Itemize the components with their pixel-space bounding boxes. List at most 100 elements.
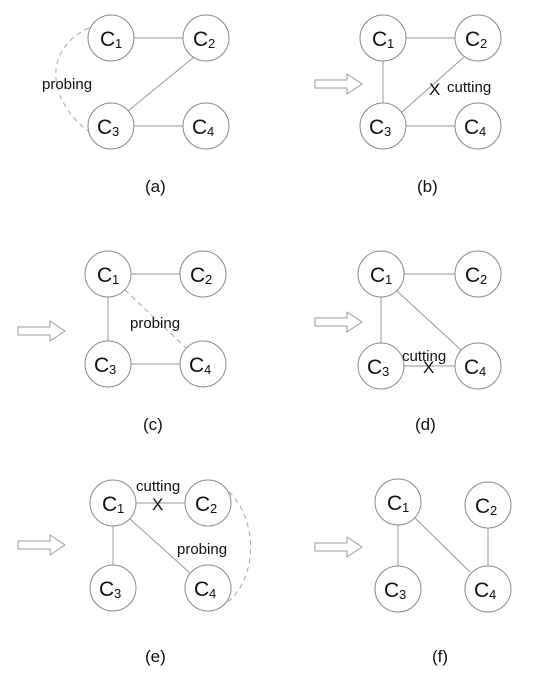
- arrow-icon: [314, 536, 363, 558]
- svg-text:C: C: [190, 264, 205, 287]
- svg-text:C: C: [370, 264, 385, 287]
- probing-label: probing: [177, 541, 227, 558]
- cut-mark: X: [423, 358, 434, 377]
- cutting-label: cutting: [402, 348, 446, 365]
- svg-text:C: C: [369, 116, 384, 139]
- svg-text:C: C: [195, 493, 210, 516]
- probing-label: probing: [42, 76, 92, 93]
- svg-text:C: C: [102, 493, 117, 516]
- cut-mark: X: [152, 495, 163, 514]
- svg-text:C: C: [189, 354, 204, 377]
- caption-f: (f): [432, 647, 448, 666]
- svg-text:4: 4: [204, 362, 211, 377]
- svg-text:2: 2: [208, 36, 215, 51]
- svg-text:C: C: [367, 356, 382, 379]
- svg-text:1: 1: [117, 501, 124, 516]
- edge-c2-c3-cut: [401, 56, 465, 113]
- svg-text:C: C: [99, 578, 114, 601]
- svg-text:2: 2: [480, 272, 487, 287]
- edge-c2-c3: [127, 56, 195, 112]
- svg-text:C: C: [192, 116, 207, 139]
- svg-text:2: 2: [210, 501, 217, 516]
- svg-text:C: C: [387, 492, 402, 515]
- caption-d: (d): [415, 415, 436, 434]
- svg-text:4: 4: [207, 124, 214, 139]
- cutting-label: cutting: [447, 79, 491, 96]
- svg-text:1: 1: [115, 36, 122, 51]
- arrow-icon: [314, 73, 363, 95]
- probing-label: probing: [130, 315, 180, 332]
- cut-mark: X: [429, 80, 440, 99]
- cutting-label: cutting: [136, 478, 180, 495]
- svg-text:C: C: [384, 579, 399, 602]
- svg-text:4: 4: [479, 364, 486, 379]
- edge-c1-c4: [129, 518, 191, 574]
- svg-text:C: C: [94, 354, 109, 377]
- svg-text:C: C: [474, 579, 489, 602]
- edge-c1-c4: [396, 290, 462, 351]
- svg-text:3: 3: [114, 586, 121, 601]
- svg-text:1: 1: [402, 500, 409, 515]
- svg-text:C: C: [97, 116, 112, 139]
- svg-text:3: 3: [399, 587, 406, 602]
- svg-text:C: C: [464, 116, 479, 139]
- svg-text:C: C: [193, 28, 208, 51]
- svg-text:C: C: [372, 28, 387, 51]
- edge-c1-c4: [413, 516, 471, 573]
- svg-text:2: 2: [480, 36, 487, 51]
- svg-text:C: C: [194, 578, 209, 601]
- caption-b: (b): [417, 177, 438, 196]
- caption-a: (a): [145, 177, 166, 196]
- arrow-icon: [314, 311, 363, 333]
- arrow-icon: [17, 534, 66, 556]
- svg-text:1: 1: [385, 272, 392, 287]
- svg-text:1: 1: [387, 36, 394, 51]
- svg-text:C: C: [475, 495, 490, 518]
- svg-text:4: 4: [209, 586, 216, 601]
- arrow-icon: [17, 320, 66, 342]
- svg-text:2: 2: [490, 503, 497, 518]
- svg-text:3: 3: [112, 124, 119, 139]
- svg-text:4: 4: [489, 587, 496, 602]
- svg-text:2: 2: [205, 272, 212, 287]
- svg-text:1: 1: [112, 272, 119, 287]
- svg-text:C: C: [464, 356, 479, 379]
- svg-text:3: 3: [382, 364, 389, 379]
- svg-text:C: C: [100, 28, 115, 51]
- caption-c: (c): [143, 415, 163, 434]
- svg-text:C: C: [465, 28, 480, 51]
- svg-text:4: 4: [479, 124, 486, 139]
- svg-text:C: C: [465, 264, 480, 287]
- svg-text:3: 3: [384, 124, 391, 139]
- caption-e: (e): [145, 647, 166, 666]
- probing-edge-c1-c3: [55, 27, 96, 137]
